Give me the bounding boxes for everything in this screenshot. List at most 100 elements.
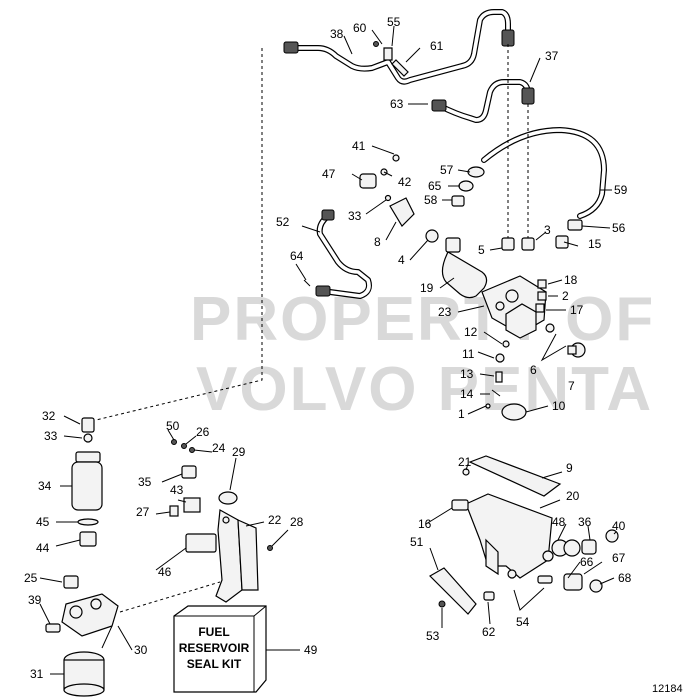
- callout-2: 2: [562, 289, 569, 303]
- fitting-41: [392, 154, 400, 162]
- callout-46: 46: [158, 565, 172, 579]
- callout-60: 60: [353, 21, 367, 35]
- watermark: PROPERTY OF VOLVO PENTA: [190, 285, 653, 424]
- fitting-2: [537, 291, 547, 301]
- callout-24: 24: [212, 441, 226, 455]
- callout-43: 43: [170, 483, 184, 497]
- oring-12: [502, 340, 510, 348]
- callout-37: 37: [545, 49, 559, 63]
- screw-13: [495, 371, 503, 383]
- callout-29: 29: [232, 445, 246, 459]
- reference-number: 12184: [652, 683, 683, 695]
- callout-40: 40: [612, 519, 626, 533]
- callout-30: 30: [134, 643, 148, 657]
- seal-kit-box-49: FUEL RESERVOIR SEAL KIT: [173, 605, 300, 693]
- grommet-29: [218, 491, 238, 505]
- callout-65: 65: [428, 179, 442, 193]
- kit-title-line-1: FUEL: [198, 625, 229, 639]
- nut-53: [438, 600, 446, 608]
- callout-25: 25: [24, 571, 38, 585]
- relay-43: [183, 497, 201, 513]
- washer-22: [222, 516, 230, 524]
- leader-54: [513, 587, 545, 611]
- fuel-line-38: [283, 9, 515, 85]
- leader-30: [101, 625, 133, 651]
- washer-1: [485, 403, 491, 409]
- callout-50: 50: [166, 419, 180, 433]
- callout-56: 56: [612, 221, 626, 235]
- callout-14: 14: [460, 387, 474, 401]
- water-separator-34: [71, 451, 103, 511]
- callout-1: 1: [458, 407, 465, 421]
- callout-31: 31: [30, 667, 44, 681]
- callout-66: 66: [580, 555, 594, 569]
- callout-61: 61: [430, 39, 444, 53]
- nut-11: [495, 353, 505, 363]
- bolt-54: [507, 569, 517, 579]
- fitting-56: [555, 219, 583, 249]
- nut-50: [171, 439, 177, 445]
- fitting-25: [63, 575, 79, 589]
- filter-head-30: [61, 593, 119, 637]
- bracket-8: [389, 197, 415, 227]
- relay-46: [185, 533, 217, 553]
- cap-10: [501, 403, 527, 421]
- callout-53: 53: [426, 629, 440, 643]
- seal-45: [77, 518, 99, 526]
- connector-35: [181, 465, 197, 479]
- callout-52: 52: [276, 215, 290, 229]
- callout-32: 32: [42, 409, 56, 423]
- sensor-32: [81, 417, 95, 433]
- callout-11: 11: [462, 347, 475, 361]
- callout-58: 58: [424, 193, 438, 207]
- callout-41: 41: [352, 139, 366, 153]
- callout-labels: 60 55 38 61 37 63 41 42 47 33 8 4 57 65 …: [24, 15, 632, 681]
- oring-33: [83, 433, 93, 443]
- fitting-16: [451, 499, 469, 511]
- callout-54: 54: [516, 615, 530, 629]
- callout-22: 22: [268, 513, 282, 527]
- callout-47: 47: [322, 167, 336, 181]
- callout-35: 35: [138, 475, 152, 489]
- callout-16: 16: [418, 517, 432, 531]
- callout-7: 7: [568, 379, 575, 393]
- callout-59: 59: [614, 183, 628, 197]
- callout-26: 26: [196, 425, 210, 439]
- fitting-57: [451, 166, 485, 207]
- pump-bracket-23: [481, 275, 547, 339]
- bearing-48: [551, 539, 581, 557]
- leader-dash: [95, 48, 263, 421]
- fitting-3: [521, 237, 535, 251]
- callout-38: 38: [330, 27, 344, 41]
- callout-9: 9: [566, 461, 573, 475]
- plug-17: [535, 303, 545, 313]
- oring-6: [545, 323, 555, 333]
- bolt-62: [483, 591, 495, 601]
- fitting-5: [501, 237, 515, 251]
- fuel-line-37: [431, 79, 535, 123]
- callout-48: 48: [552, 515, 566, 529]
- callout-63: 63: [390, 97, 404, 111]
- callout-62: 62: [482, 625, 496, 639]
- washer-4: [425, 229, 439, 243]
- callout-34: 34: [38, 479, 52, 493]
- cover-51: [429, 567, 477, 615]
- callout-13: 13: [460, 367, 474, 381]
- ring-68: [589, 579, 603, 593]
- callout-10: 10: [552, 399, 566, 413]
- nut-24: [189, 447, 195, 453]
- kit-title-line-2: RESERVOIR: [179, 641, 250, 655]
- callout-20: 20: [566, 489, 580, 503]
- callout-3: 3: [544, 223, 551, 237]
- callout-33: 33: [348, 209, 362, 223]
- callout-44: 44: [36, 541, 50, 555]
- callout-55: 55: [387, 15, 401, 29]
- reservoir-20: [465, 493, 553, 579]
- fuel-filter-31: [63, 651, 105, 697]
- fitting-47: [359, 173, 377, 189]
- callout-6: 6: [530, 363, 537, 377]
- screw-28: [267, 545, 273, 551]
- kit-title-line-3: SEAL KIT: [187, 657, 242, 671]
- callout-4: 4: [398, 253, 405, 267]
